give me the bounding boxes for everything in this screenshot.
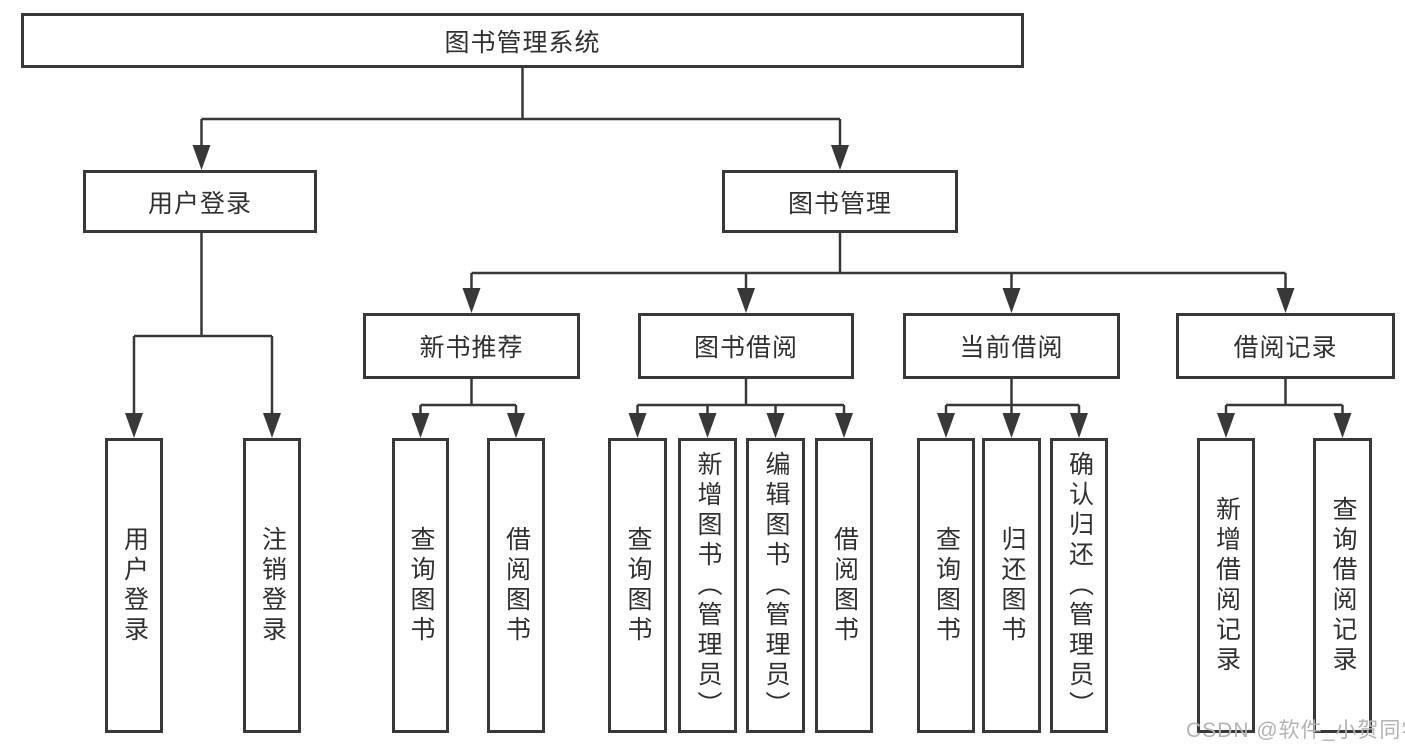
leaf-cb-return-books: 归还图书 bbox=[982, 438, 1041, 733]
node-borrow-records: 借阅记录 bbox=[1176, 313, 1395, 379]
node-root-label: 图书管理系统 bbox=[444, 28, 601, 57]
leaf-br-query-record: 查询借阅记录 bbox=[1313, 438, 1372, 733]
leaf-bb-add-books: 新增图书（管理员） bbox=[678, 438, 737, 733]
node-root: 图书管理系统 bbox=[21, 13, 1024, 68]
leaf-br-add-record: 新增借阅记录 bbox=[1197, 438, 1255, 733]
node-current-borrow-label: 当前借阅 bbox=[959, 334, 1064, 362]
leaf-cb-confirm-return: 确认归还（管理员） bbox=[1050, 438, 1108, 733]
leaf-bb-borrow-books-label: 借阅图书 bbox=[830, 525, 859, 646]
leaf-nb-borrow-books: 借阅图书 bbox=[487, 438, 545, 733]
leaf-bb-add-books-label: 新增图书（管理员） bbox=[694, 450, 722, 721]
leaf-nb-query-books: 查询图书 bbox=[392, 438, 449, 733]
node-book-borrow-label: 图书借阅 bbox=[693, 334, 798, 362]
leaf-bb-query-books-label: 查询图书 bbox=[624, 525, 652, 646]
node-book-management: 图书管理 bbox=[722, 170, 958, 233]
leaf-bb-borrow-books: 借阅图书 bbox=[815, 438, 873, 733]
node-new-book-recommend-label: 新书推荐 bbox=[419, 334, 524, 362]
leaf-cb-query-books-label: 查询图书 bbox=[932, 525, 961, 646]
leaf-br-add-record-label: 新增借阅记录 bbox=[1212, 495, 1241, 676]
csdn-watermark: CSDN @软件_小贺同学 bbox=[1186, 719, 1405, 742]
leaf-nb-borrow-books-label: 借阅图书 bbox=[502, 525, 531, 646]
leaf-cb-query-books: 查询图书 bbox=[917, 438, 975, 733]
leaf-logout: 注销登录 bbox=[243, 438, 301, 733]
leaf-bb-edit-books-label: 编辑图书（管理员） bbox=[762, 450, 790, 721]
leaf-cb-confirm-return-label: 确认归还（管理员） bbox=[1065, 450, 1094, 721]
leaf-user-login: 用户登录 bbox=[105, 438, 163, 733]
leaf-nb-query-books-label: 查询图书 bbox=[407, 525, 435, 646]
leaf-bb-query-books: 查询图书 bbox=[608, 438, 667, 733]
leaf-cb-return-books-label: 归还图书 bbox=[998, 525, 1026, 646]
node-user-login-label: 用户登录 bbox=[147, 189, 252, 218]
leaf-logout-label: 注销登录 bbox=[258, 525, 287, 646]
node-book-management-label: 图书管理 bbox=[787, 189, 892, 218]
node-current-borrow: 当前借阅 bbox=[903, 313, 1120, 379]
node-borrow-records-label: 借阅记录 bbox=[1233, 334, 1338, 362]
node-new-book-recommend: 新书推荐 bbox=[363, 313, 580, 379]
leaf-br-query-record-label: 查询借阅记录 bbox=[1329, 495, 1357, 676]
node-user-login: 用户登录 bbox=[83, 170, 317, 233]
leaf-bb-edit-books: 编辑图书（管理员） bbox=[746, 438, 805, 733]
node-book-borrow: 图书借阅 bbox=[638, 313, 854, 379]
arrowheads bbox=[125, 145, 1352, 438]
leaf-user-login-label: 用户登录 bbox=[120, 525, 149, 646]
